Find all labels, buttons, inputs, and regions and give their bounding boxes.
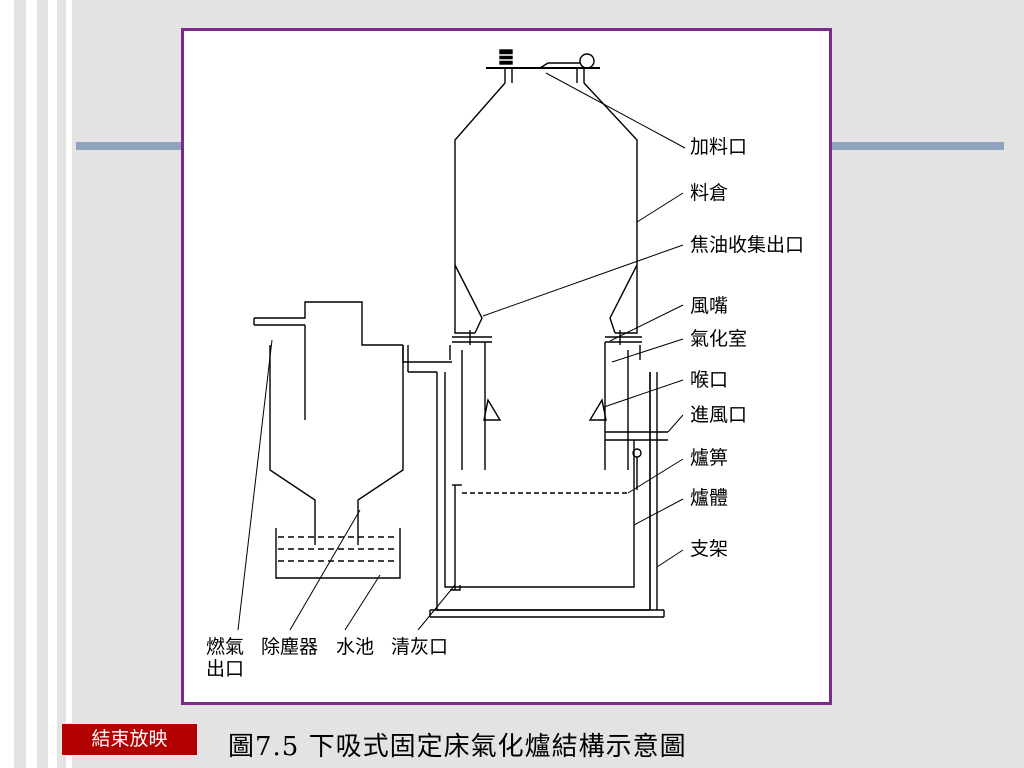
bg-stripe-4 (66, 0, 72, 768)
label-support: 支架 (690, 538, 729, 560)
diagram-frame: 加料口 料倉 焦油收集出口 風嘴 氣化室 喉口 進風口 爐箅 爐體 支架 燃氣 … (181, 28, 832, 705)
gas-pipe (253, 301, 452, 373)
leader-lines (237, 72, 686, 631)
water-pool (275, 528, 401, 579)
support-frame (429, 372, 665, 618)
label-hopper: 料倉 (690, 182, 729, 204)
label-water-pool: 水池 (336, 636, 375, 658)
furnace-body (436, 372, 651, 611)
label-air-inlet: 進風口 (690, 404, 748, 426)
gasifier-diagram (237, 49, 686, 631)
figure-caption: 圖7.5 下吸式固定床氣化爐結構示意圖 (228, 732, 687, 762)
label-furnace-body: 爐體 (690, 487, 729, 509)
label-gasification-chamber: 氣化室 (690, 328, 748, 350)
label-gas-outlet: 燃氣 出口 (206, 636, 245, 680)
label-throat: 喉口 (690, 369, 729, 391)
dust-remover (269, 325, 404, 545)
label-ash-outlet: 清灰口 (391, 636, 449, 658)
end-show-button[interactable]: 結束放映 (61, 723, 198, 756)
label-feed-inlet: 加料口 (690, 136, 748, 158)
label-tuyere: 風嘴 (690, 295, 729, 317)
feed-cap (486, 49, 600, 83)
bg-rule-left (76, 142, 181, 150)
label-tar-outlet: 焦油收集出口 (690, 234, 805, 256)
bg-rule-right (832, 142, 1004, 150)
bg-stripe-3 (48, 0, 57, 768)
label-dust-remover: 除塵器 (261, 636, 319, 658)
bg-stripe-1 (0, 0, 14, 768)
air-inlet-pipe (605, 431, 668, 441)
bg-stripe-2 (26, 0, 37, 768)
hopper-body (454, 82, 638, 334)
gasifier-chamber (449, 330, 642, 470)
label-grate: 爐箅 (690, 447, 729, 469)
